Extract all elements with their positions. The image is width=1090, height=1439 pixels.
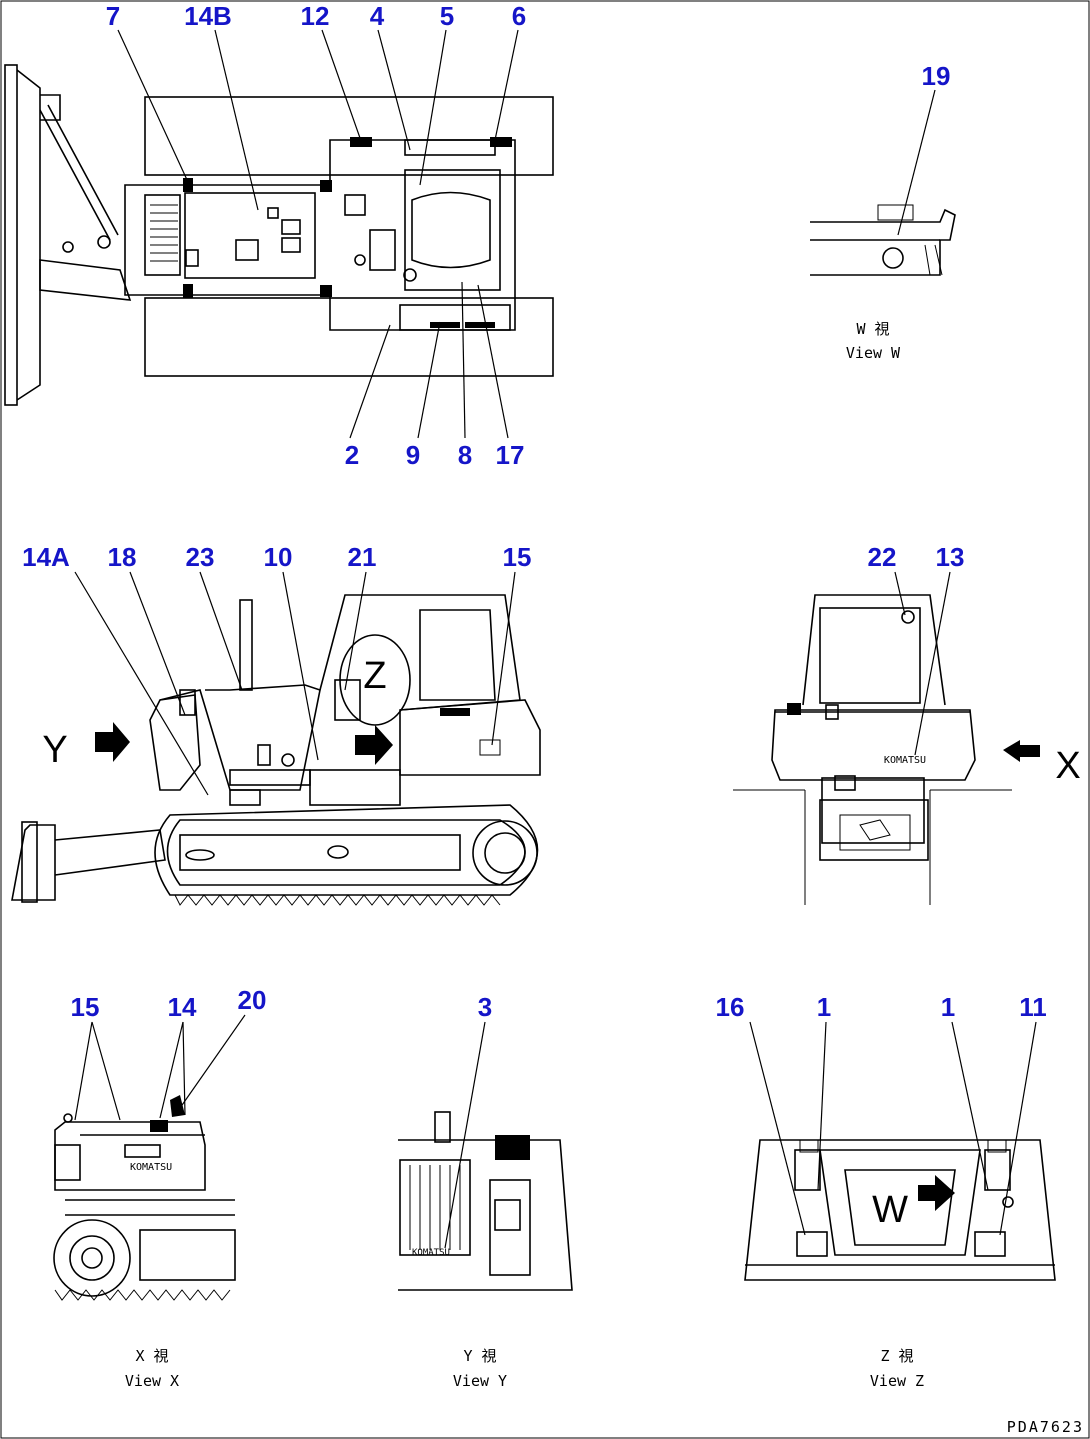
callout-label: 10 xyxy=(264,542,293,572)
callout-label: 1 xyxy=(941,992,955,1022)
callout-label: 9 xyxy=(406,440,420,470)
callout-label: 20 xyxy=(238,985,267,1015)
callout-label: 15 xyxy=(71,992,100,1022)
view-y-decal: KOMATSU xyxy=(412,1248,450,1258)
callout-label: 6 xyxy=(512,1,526,31)
callout-label: 14B xyxy=(184,1,232,31)
callout-label: 3 xyxy=(478,992,492,1022)
rear-brand-decal: KOMATSU xyxy=(884,755,926,766)
top-view-callouts: 7 14B 12 4 5 6 2 9 8 17 xyxy=(106,1,526,470)
view-caption-line2: View Z xyxy=(870,1372,924,1390)
callout-label: 13 xyxy=(936,542,965,572)
view-caption-line2: View X xyxy=(125,1372,179,1390)
view-marker-z: Z xyxy=(363,655,386,697)
view-z-drawing: W 16 1 1 11 Z 視 View Z xyxy=(716,992,1056,1390)
callout-label: 2 xyxy=(345,440,359,470)
callout-label: 12 xyxy=(301,1,330,31)
view-w-drawing: 19 W 視 View W xyxy=(810,61,956,362)
top-view-leader-lines xyxy=(117,29,519,439)
view-caption-line1: Z 視 xyxy=(880,1347,913,1365)
callout-label: 15 xyxy=(503,542,532,572)
callout-label: 5 xyxy=(440,1,454,31)
view-x-decal: KOMATSU xyxy=(130,1162,172,1173)
view-marker-x: X xyxy=(1055,745,1080,787)
view-y-drawing: KOMATSU 3 Y 視 View Y xyxy=(398,992,573,1390)
callout-label: 19 xyxy=(922,61,951,91)
callout-label: 7 xyxy=(106,1,120,31)
rear-view-drawing: KOMATSU X 22 13 xyxy=(733,542,1081,905)
side-view-callouts: 14A 18 23 10 21 15 xyxy=(22,542,531,572)
callout-label: 11 xyxy=(1019,992,1047,1022)
view-caption-line2: View Y xyxy=(453,1372,507,1390)
callout-label: 8 xyxy=(458,440,472,470)
view-caption-line1: Y 視 xyxy=(463,1347,496,1365)
callout-label: 14 xyxy=(168,992,197,1022)
callout-label: 21 xyxy=(348,542,377,572)
drawing-code: PDA7623 xyxy=(1007,1418,1084,1436)
view-marker-y: Y xyxy=(42,729,67,771)
top-view-drawing xyxy=(4,64,554,406)
view-caption-line2: View W xyxy=(846,344,901,362)
callout-label: 14A xyxy=(22,542,70,572)
callout-label: 16 xyxy=(716,992,745,1022)
callout-label: 17 xyxy=(496,440,525,470)
view-caption-line1: W 視 xyxy=(856,320,889,338)
callout-label: 23 xyxy=(186,542,215,572)
callout-label: 22 xyxy=(868,542,897,572)
side-view-leader-lines xyxy=(74,571,516,796)
callout-label: 4 xyxy=(370,1,385,31)
callout-label: 1 xyxy=(817,992,831,1022)
callout-label: 18 xyxy=(108,542,137,572)
view-marker-w: W xyxy=(872,1189,908,1231)
side-view-drawing: Z Y xyxy=(11,594,541,906)
view-x-drawing: KOMATSU 15 14 20 X 視 View X xyxy=(53,985,267,1390)
view-caption-line1: X 視 xyxy=(135,1347,168,1365)
